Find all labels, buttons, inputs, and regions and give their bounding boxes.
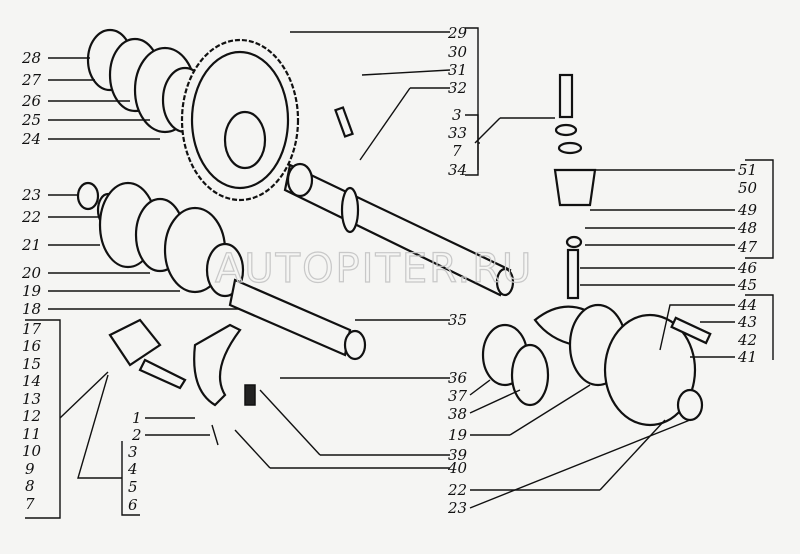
label: 28 — [21, 49, 41, 67]
label: 35 — [448, 311, 467, 329]
label: 32 — [448, 79, 467, 97]
label: 36 — [448, 369, 468, 387]
label: 51 — [738, 161, 757, 179]
label: 7 — [452, 142, 462, 160]
label: 12 — [22, 407, 41, 425]
label: 47 — [737, 238, 758, 256]
label: 6 — [128, 496, 138, 514]
label: 5 — [128, 478, 138, 496]
leader-lines — [25, 27, 774, 519]
right-assembly — [481, 73, 712, 427]
label: 18 — [22, 300, 41, 318]
label: 31 — [448, 61, 467, 79]
labels-left: 28 27 26 25 24 23 22 21 20 19 18 — [21, 49, 42, 318]
label: 23 — [447, 499, 467, 517]
label: 34 — [448, 161, 467, 179]
label: 24 — [21, 130, 41, 148]
label: 22 — [21, 208, 41, 226]
labels-left-group: 17 16 15 14 13 12 11 10 9 8 7 — [22, 320, 42, 513]
label: 33 — [448, 124, 467, 142]
watermark: AUTOPITER.RU — [215, 246, 533, 292]
label: 19 — [22, 282, 42, 300]
label: 14 — [22, 372, 41, 390]
label: 7 — [25, 495, 35, 513]
label: 23 — [21, 186, 41, 204]
label: 25 — [21, 111, 41, 129]
labels-right: 51 50 49 48 47 46 45 44 43 42 41 — [737, 161, 758, 366]
label: 40 — [447, 459, 468, 477]
label: 45 — [737, 276, 757, 294]
label: 27 — [21, 71, 42, 89]
label: 39 — [448, 446, 468, 464]
label: 44 — [737, 296, 757, 314]
label: 8 — [25, 477, 35, 495]
label: 46 — [737, 259, 758, 277]
labels-center: 35 36 37 38 19 39 40 22 23 — [447, 311, 468, 517]
main-shaft — [283, 106, 515, 297]
label: 26 — [21, 92, 42, 110]
labels-top-right: 29 30 31 32 3 33 7 34 — [447, 24, 468, 179]
label: 1 — [132, 409, 142, 427]
label: 50 — [738, 179, 758, 197]
label: 21 — [21, 236, 41, 254]
label: 42 — [737, 331, 757, 349]
labels-bottom: 1 2 3 4 5 6 — [127, 409, 142, 514]
label: 13 — [22, 390, 41, 408]
label: 38 — [448, 405, 467, 423]
label: 3 — [128, 443, 138, 461]
label: 10 — [22, 442, 42, 460]
label: 3 — [452, 106, 462, 124]
label: 29 — [447, 24, 468, 42]
label: 19 — [448, 426, 468, 444]
label: 11 — [22, 425, 41, 443]
label: 48 — [737, 219, 757, 237]
label: 15 — [22, 355, 41, 373]
label: 37 — [448, 387, 468, 405]
label: 9 — [25, 460, 35, 478]
label: 4 — [127, 460, 138, 478]
upper-gear-assembly — [86, 28, 300, 202]
label: 30 — [448, 43, 468, 61]
label: 22 — [447, 481, 467, 499]
label: 49 — [737, 201, 758, 219]
label: 41 — [737, 348, 757, 366]
label: 2 — [131, 426, 142, 444]
fork-and-cover — [108, 318, 256, 446]
label: 16 — [22, 337, 42, 355]
label: 20 — [21, 264, 42, 282]
lower-gear-assembly — [76, 181, 367, 361]
label: 17 — [22, 320, 42, 338]
label: 43 — [737, 313, 757, 331]
